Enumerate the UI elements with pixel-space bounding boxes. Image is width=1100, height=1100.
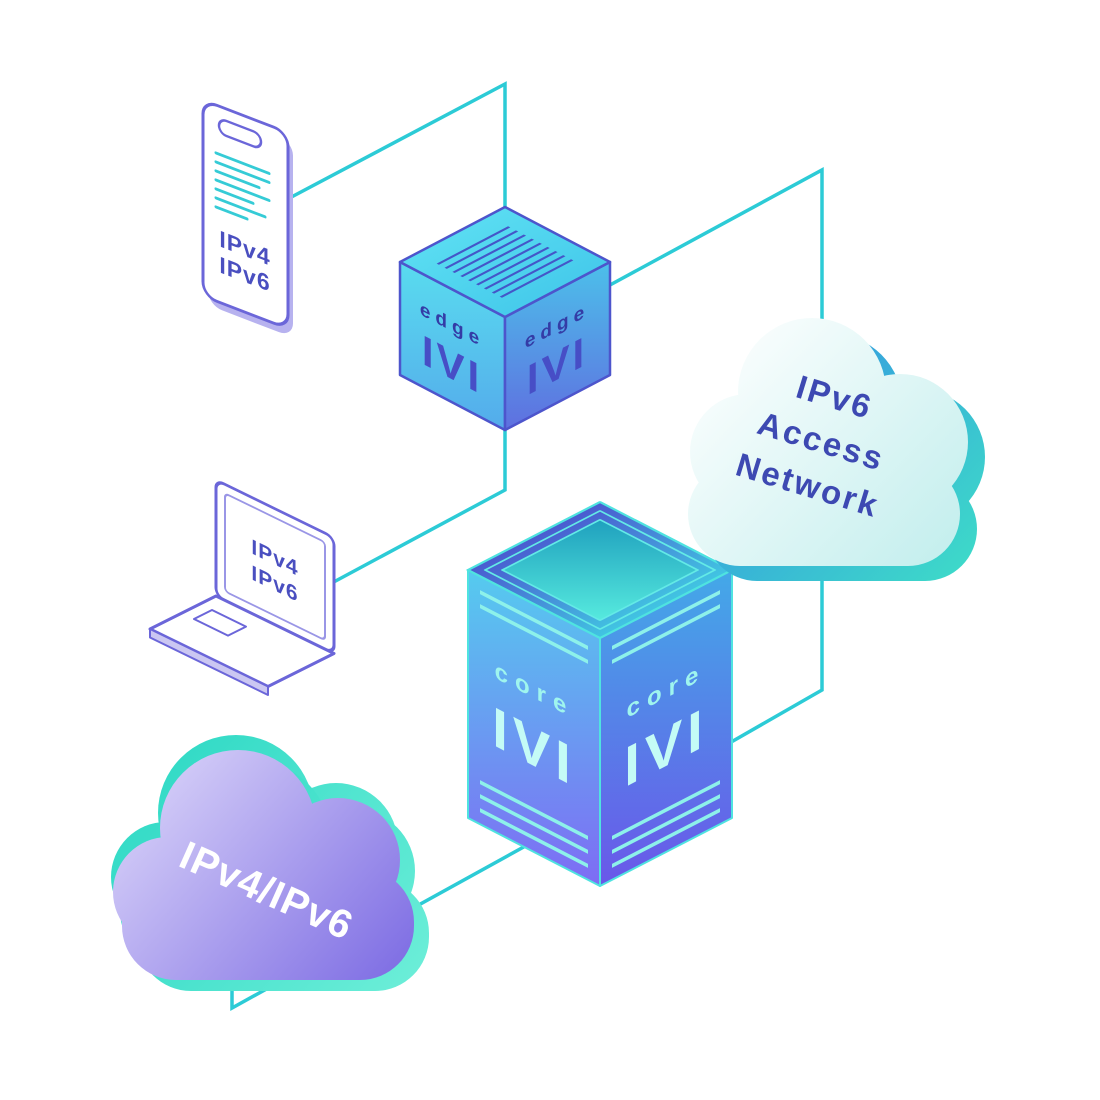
phone-screen-text-lines <box>214 151 271 221</box>
tower-left-vent-top <box>480 590 588 664</box>
core-router-tower: core IVI core IVI <box>466 501 734 887</box>
phone-notch <box>217 119 263 149</box>
cloud-ipv6-access-network: IPv6 Access Network <box>688 318 985 581</box>
smartphone: IPv4 IPv6 <box>201 102 293 334</box>
access-cloud-body <box>688 318 968 566</box>
dual-cloud-body <box>113 750 414 980</box>
phone-body <box>201 102 290 326</box>
tower-top-face <box>466 501 734 639</box>
laptop-base-front-edge <box>149 628 269 696</box>
laptop-screen: IPv4 IPv6 <box>214 481 336 653</box>
tower-right-vent-bottom <box>612 780 720 868</box>
cloud-ipv4-ipv6: IPv4/IPv6 <box>111 735 429 991</box>
tower-left-vent-bottom <box>480 780 588 868</box>
laptop: IPv4 IPv6 <box>148 481 336 696</box>
tower-top-inner-frame <box>483 510 717 630</box>
edge-router-cube: edge IVI edge IVI <box>398 205 612 432</box>
tower-right-vent-top <box>612 590 720 664</box>
laptop-trackpad <box>193 609 247 637</box>
cube-top-vent-lines <box>436 226 574 298</box>
connector-edge-to-laptop <box>329 428 507 586</box>
laptop-screen-bezel <box>224 493 326 640</box>
connector-phone-to-edge <box>281 81 507 210</box>
tower-top-screen <box>501 519 699 621</box>
